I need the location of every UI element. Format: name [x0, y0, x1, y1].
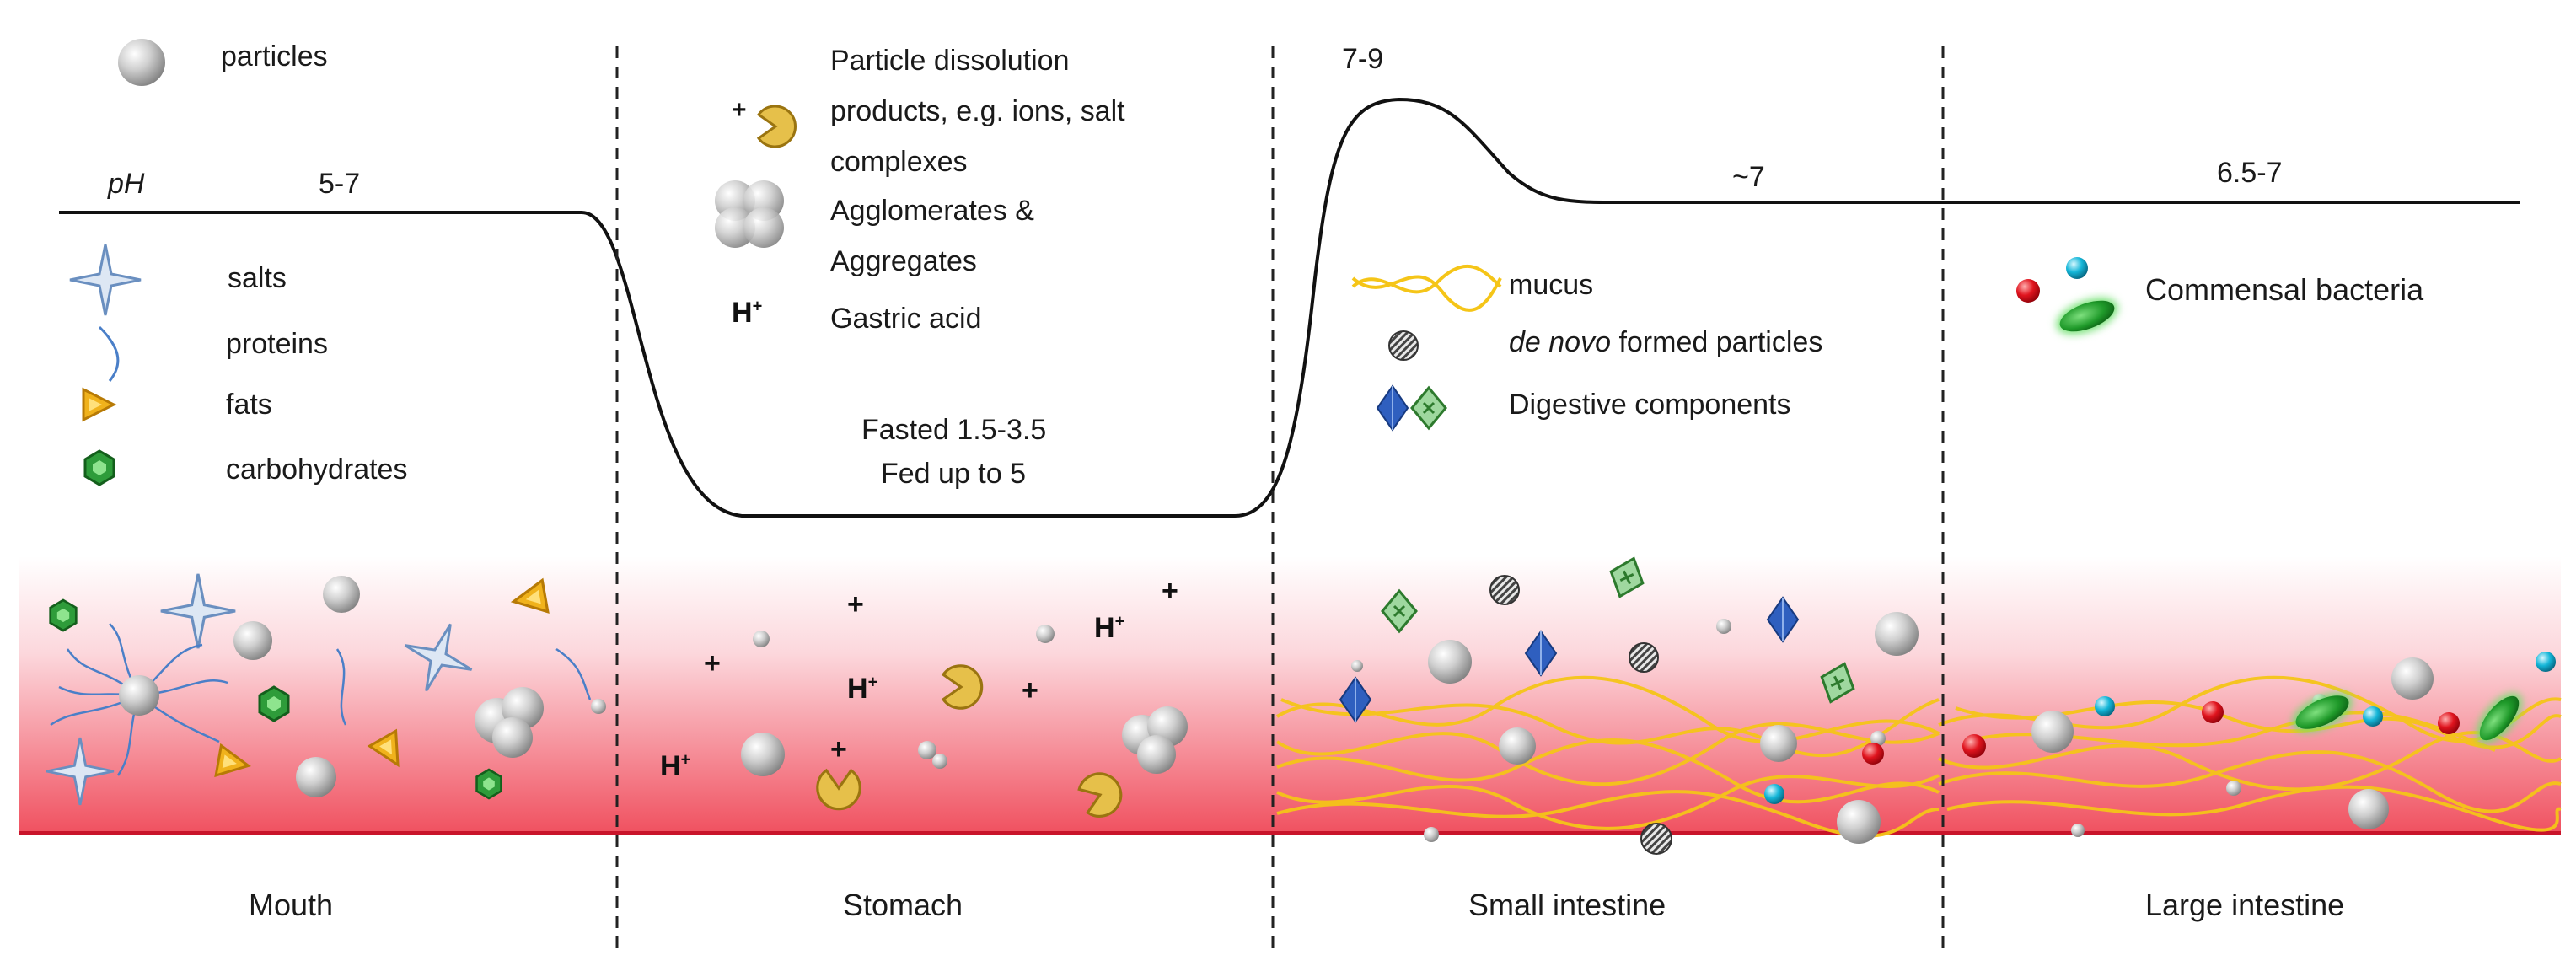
legend-mucus-icon	[1351, 264, 1502, 312]
mouth-scene	[45, 572, 606, 807]
ion-plus-icon: +	[830, 733, 847, 765]
legend-bacteria-label: Commensal bacteria	[2145, 272, 2424, 307]
ph-label: pH	[108, 168, 145, 200]
legend-digestive-green-icon	[1410, 386, 1447, 430]
h-plus-icon: H+	[660, 750, 691, 782]
legend-particle-icon	[118, 39, 165, 86]
legend-fats-label: fats	[226, 389, 272, 421]
section-label-large-intestine: Large intestine	[2145, 888, 2345, 922]
ph-curve	[59, 97, 2520, 518]
legend-agglomerate-icon	[715, 180, 784, 248]
h-plus-icon: H+	[847, 673, 878, 705]
legend-dissolution-line2: products, e.g. ions, salt	[830, 95, 1125, 127]
legend-bacteria-icon	[2016, 257, 2118, 335]
large-intestine-scene	[1962, 652, 2556, 837]
legend-carb-icon	[83, 449, 115, 486]
legend-salt-icon	[68, 243, 142, 317]
legend-digestive-label: Digestive components	[1509, 389, 1791, 421]
legend-digestive-blue-icon	[1377, 385, 1409, 431]
ion-plus-icon: +	[704, 647, 721, 679]
legend-denovo-icon	[1388, 330, 1419, 361]
ph-mouth-value: 5-7	[319, 168, 361, 200]
ph-stomach-fasted: Fasted 1.5-3.5	[861, 414, 1047, 446]
section-label-stomach: Stomach	[843, 888, 963, 922]
legend-mucus-label: mucus	[1509, 269, 1594, 301]
gi-lumen-band	[19, 556, 2561, 835]
section-label-small-intestine: Small intestine	[1468, 888, 1666, 922]
legend-dissolution-icon	[757, 105, 797, 148]
legend-fat-icon	[82, 388, 115, 421]
ph-stomach-fed: Fed up to 5	[881, 458, 1027, 490]
ph-small-intestine-value: ~7	[1732, 161, 1765, 193]
legend-denovo-label: de novo formed particles	[1509, 326, 1823, 358]
ion-plus-icon: +	[1162, 575, 1178, 607]
h-plus-icon: H+	[1094, 612, 1125, 644]
legend-agglomerates-line1: Agglomerates &	[830, 195, 1034, 227]
legend-proteins-label: proteins	[226, 328, 328, 360]
legend-agglomerates-line2: Aggregates	[830, 245, 977, 277]
legend-salts-label: salts	[228, 262, 287, 294]
legend-protein-icon	[98, 325, 120, 382]
section-dividers	[615, 46, 1945, 953]
ph-large-intestine-value: 6.5-7	[2217, 157, 2283, 189]
svg-text:+: +	[732, 96, 747, 124]
stomach-scene	[741, 625, 1188, 823]
legend-dissolution-line1: Particle dissolution	[830, 45, 1070, 77]
legend-particles-label: particles	[221, 40, 328, 72]
ion-plus-icon: +	[1022, 674, 1038, 706]
legend-gastric-acid-label: Gastric acid	[830, 303, 982, 335]
ion-plus-icon: +	[847, 588, 864, 620]
legend-dissolution-line3: complexes	[830, 146, 968, 178]
small-intestine-scene	[1339, 551, 1919, 855]
section-label-mouth: Mouth	[249, 888, 334, 922]
legend-h-plus-icon: H+	[732, 297, 763, 329]
legend-carbohydrates-label: carbohydrates	[226, 453, 408, 486]
ph-small-peak-value: 7-9	[1342, 43, 1384, 75]
